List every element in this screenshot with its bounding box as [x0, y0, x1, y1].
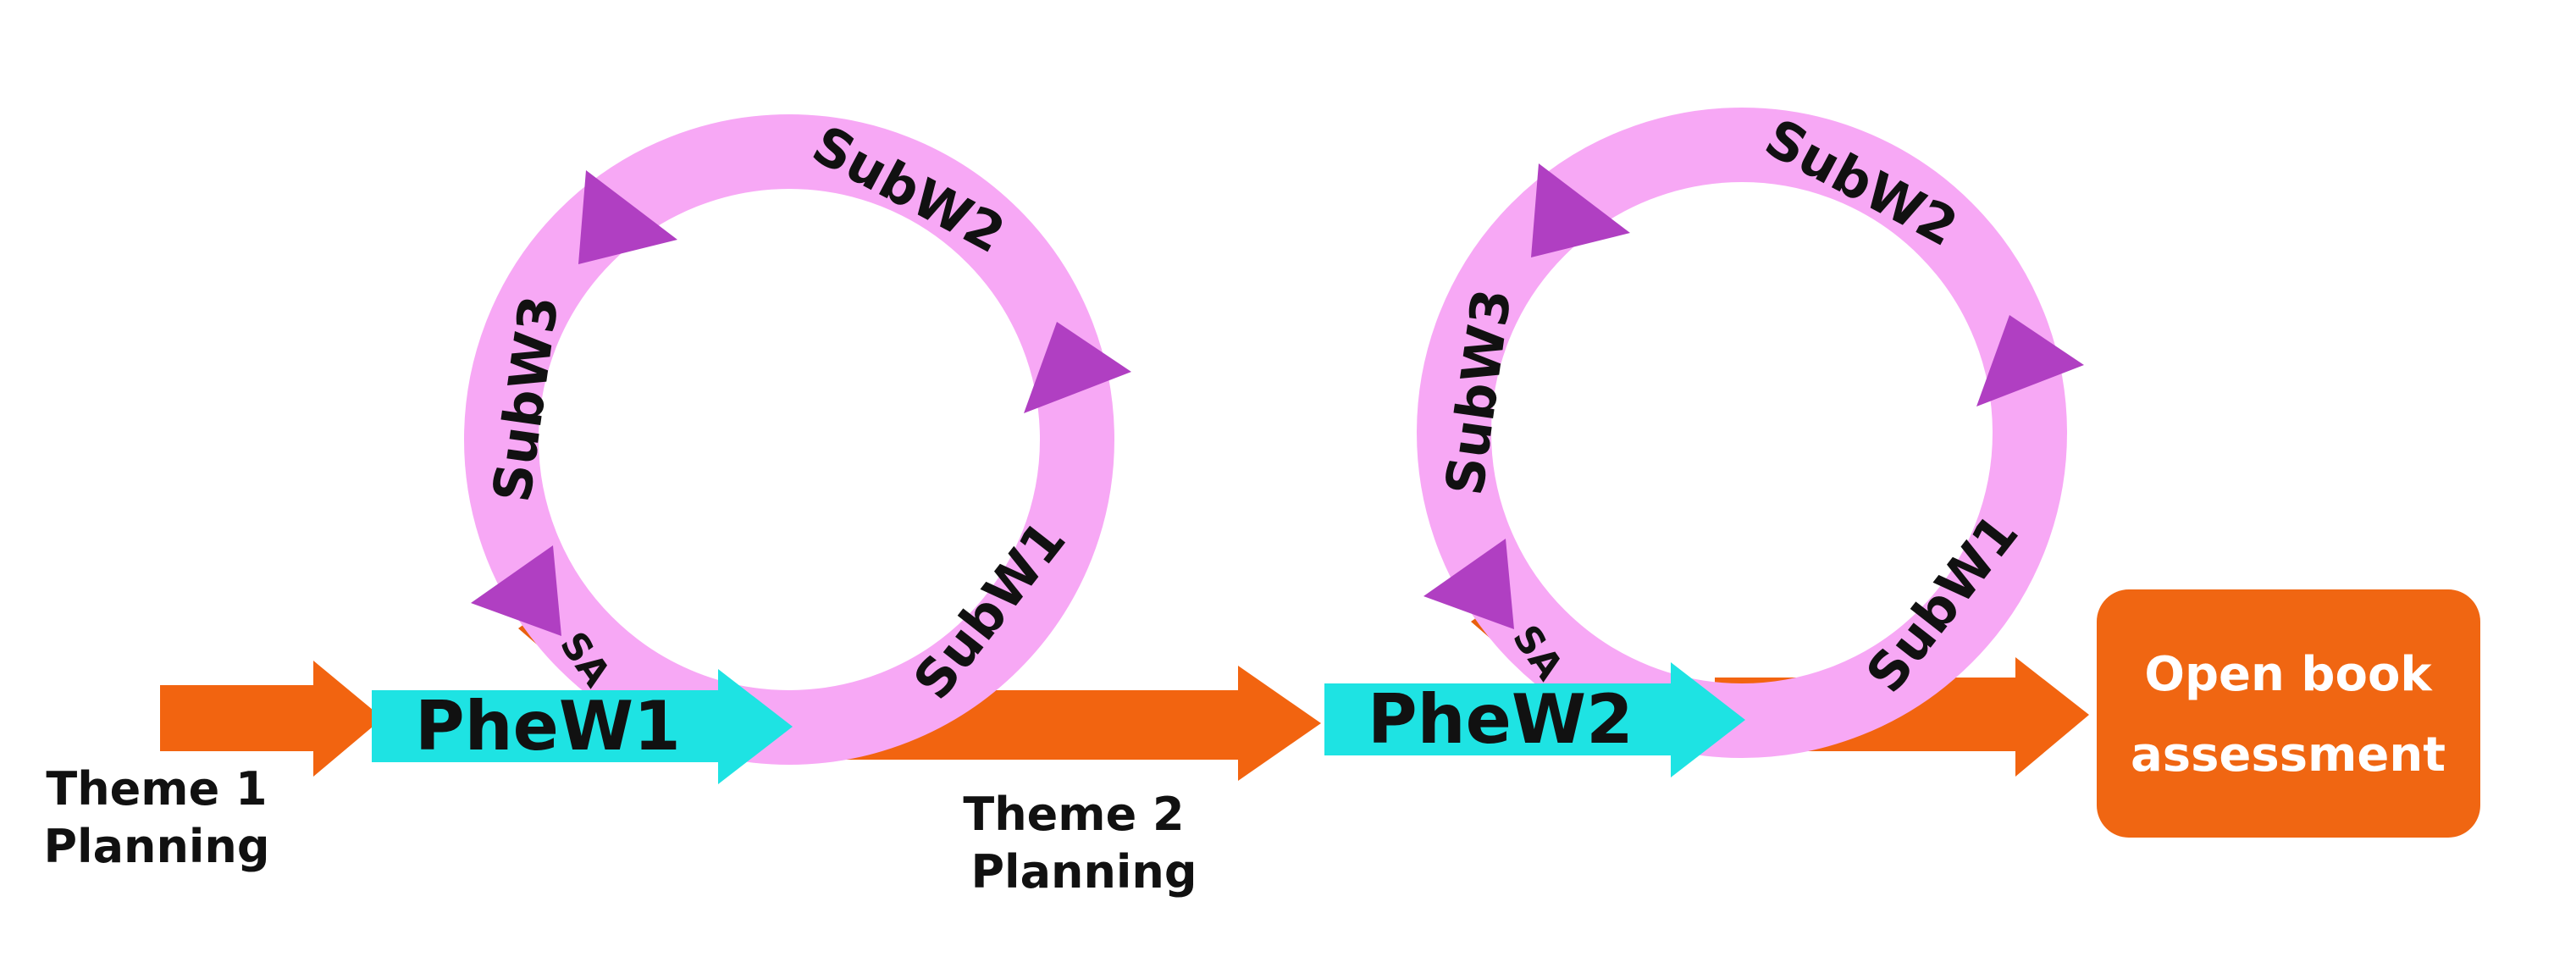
open-book-assessment-box — [2097, 589, 2480, 838]
theme1-line2: Planning — [43, 820, 269, 873]
flow-triangle-icon — [1024, 322, 1131, 413]
theme2-line1: Theme 2 — [963, 788, 1184, 841]
flow-triangle-icon — [471, 545, 561, 636]
phase-arrow — [1324, 662, 1745, 777]
theme2-line2: Planning — [970, 845, 1197, 899]
flow-triangle-icon — [578, 170, 677, 264]
phase-label: PheW1 — [415, 687, 681, 766]
theme1-arrow — [160, 661, 383, 777]
flow-triangle-icon — [1423, 539, 1514, 629]
end-box-line1: Open book — [2144, 647, 2433, 702]
flow-triangle-icon — [1976, 315, 2084, 407]
flow-triangle-icon — [1531, 163, 1630, 257]
end-box-line2: assessment — [2131, 727, 2446, 783]
loop-1: PheW1 SA SubW2 SubW1 SubW3 — [372, 113, 1321, 784]
phase-label: PheW2 — [1368, 680, 1633, 759]
phase-arrow — [372, 669, 793, 784]
loop-2: PheW2 SA SubW2 SubW1 SubW3 — [1324, 107, 2089, 777]
theme1-line1: Theme 1 — [46, 762, 267, 816]
